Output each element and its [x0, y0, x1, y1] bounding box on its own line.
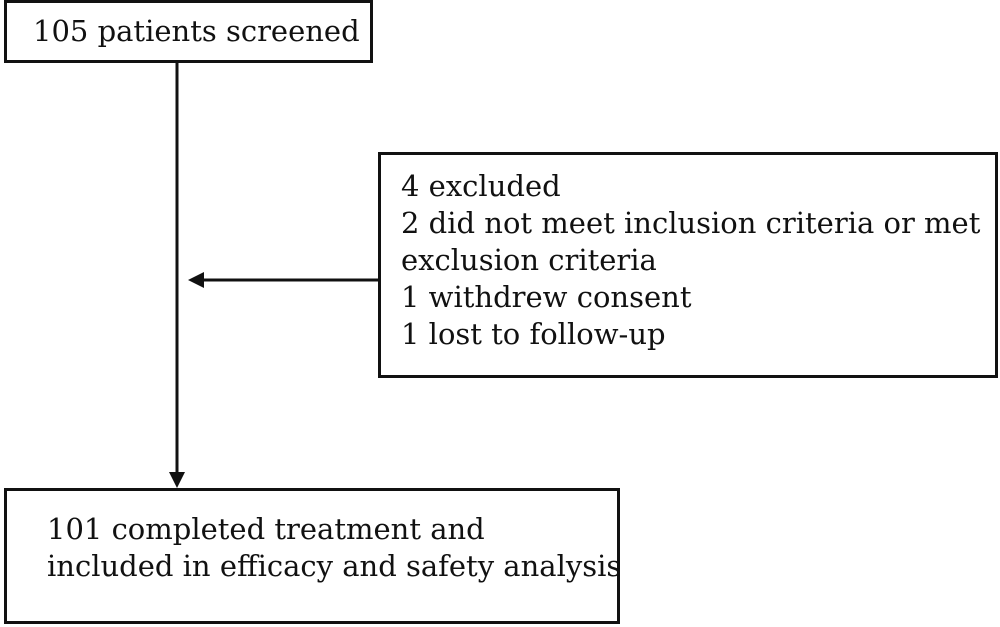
- excluded-box: 4 excluded 2 did not meet inclusion crit…: [378, 152, 998, 378]
- excluded-criteria-line: 2 did not meet inclusion criteria or met: [401, 206, 981, 240]
- arrowhead-down: [169, 472, 185, 488]
- excluded-withdrew-line: 1 withdrew consent: [401, 280, 692, 314]
- excluded-total-line: 4 excluded: [401, 169, 561, 203]
- arrowhead-left: [188, 272, 204, 288]
- excluded-criteria-line-cont: exclusion criteria: [401, 243, 657, 277]
- completed-box: 101 completed treatment and included in …: [4, 488, 622, 624]
- screened-box: 105 patients screened: [4, 0, 373, 63]
- analysis-line: included in efficacy and safety analysis: [47, 549, 622, 583]
- screened-label: 105 patients screened: [33, 14, 360, 48]
- completed-line: 101 completed treatment and: [47, 512, 485, 546]
- excluded-lost-line: 1 lost to follow-up: [401, 317, 666, 351]
